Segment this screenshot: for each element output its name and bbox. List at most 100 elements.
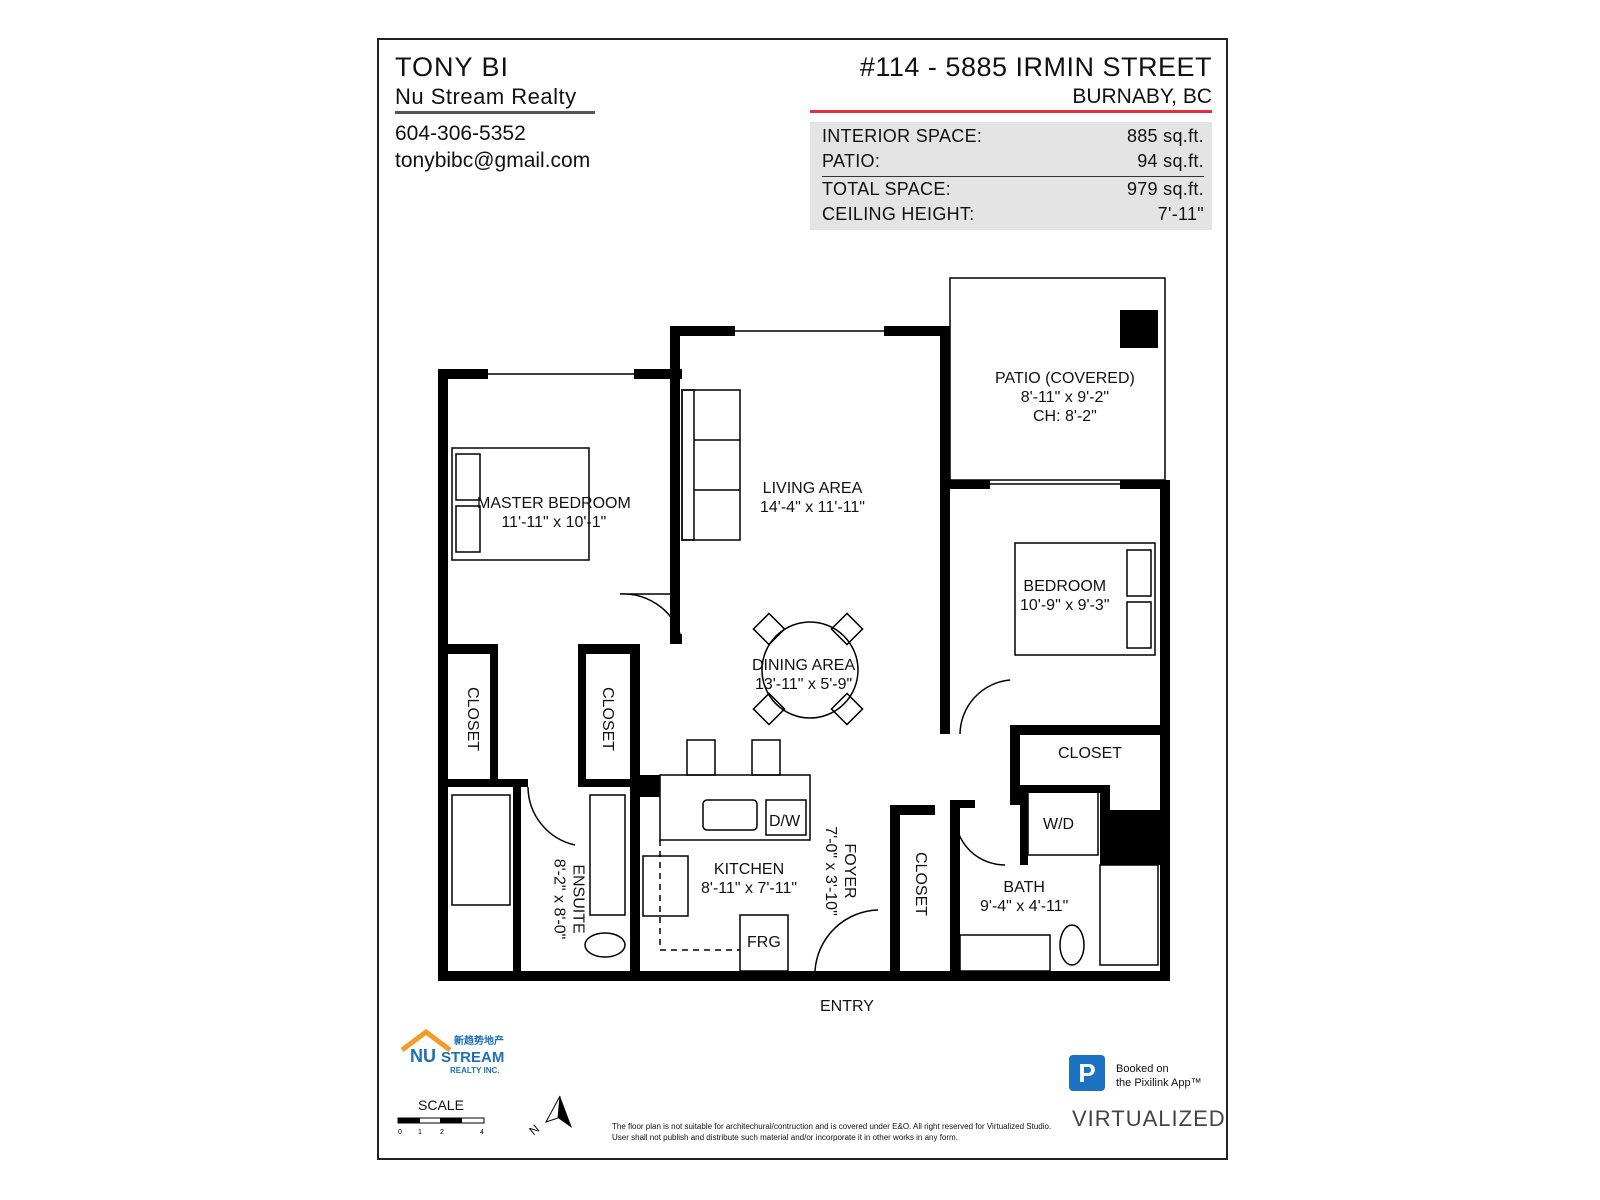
washer-dryer — [1027, 789, 1099, 856]
door-swing — [527, 786, 576, 846]
vanity — [589, 794, 626, 916]
wall — [578, 644, 638, 654]
master-bed — [451, 447, 590, 561]
door-swing — [959, 679, 1011, 735]
door-swing — [954, 814, 1006, 866]
sofa-back — [681, 389, 695, 541]
stat-total: TOTAL SPACE:979 sq.ft. — [822, 179, 1204, 199]
wall — [670, 634, 682, 644]
toilet — [1059, 924, 1085, 966]
bedroom-bed — [1014, 542, 1156, 656]
floorplan-sheet — [377, 38, 1228, 1160]
kitchen-island — [659, 774, 811, 841]
wall — [1020, 785, 1028, 865]
tub — [1099, 864, 1159, 966]
scale-tick: 0 — [398, 1129, 402, 1136]
door-swing — [619, 593, 681, 635]
pillow — [455, 505, 481, 553]
wall — [1100, 810, 1170, 865]
fridge — [739, 914, 789, 972]
sofa — [681, 389, 741, 541]
north-arrow-icon: N — [526, 1095, 572, 1138]
room-closet-bedroom: CLOSET — [1058, 745, 1123, 762]
entry-label: ENTRY — [820, 998, 874, 1015]
agent-name: TONY BI — [395, 52, 510, 82]
disclaimer: The floor plan is not suitable for archi… — [612, 1122, 1052, 1142]
address-line1: #114 - 5885 IRMIN STREET — [859, 52, 1212, 82]
dishwasher — [765, 799, 807, 836]
scale-bar: 0 1 2 4 — [397, 1117, 485, 1136]
wall — [1010, 725, 1020, 805]
wall — [945, 480, 990, 489]
wall — [1120, 480, 1169, 489]
wall — [890, 805, 900, 981]
pillow — [1126, 549, 1152, 597]
label-dishwasher: D/W — [769, 813, 801, 830]
bar-stool — [686, 739, 716, 776]
patio-column — [1120, 310, 1158, 348]
logo-nu: NU STREAM — [410, 1046, 505, 1066]
wall — [513, 787, 521, 971]
wall — [438, 971, 1170, 981]
stat-patio: PATIO:94 sq.ft. — [822, 151, 1204, 171]
house-logo-icon — [400, 1028, 452, 1052]
stat-ceiling: CEILING HEIGHT:7'-11" — [822, 204, 1204, 224]
wall — [438, 779, 528, 787]
logo-cn: 新趋势地产 — [454, 1036, 504, 1047]
wall — [490, 644, 498, 779]
accent-line — [810, 110, 1212, 113]
wall — [670, 326, 680, 644]
label-fridge: FRG — [747, 934, 781, 951]
label-washer-dryer: W/D — [1043, 816, 1075, 833]
agent-phone: 604-306-5352 — [395, 122, 526, 145]
room-closet-master-2: CLOSET — [599, 686, 617, 752]
wall — [1010, 725, 1170, 735]
scale-label: SCALE — [418, 1097, 464, 1113]
svg-text:N: N — [526, 1122, 542, 1138]
pixilink-icon: P — [1069, 1055, 1105, 1091]
wall — [634, 369, 682, 379]
wall — [438, 644, 498, 654]
wall — [438, 369, 488, 379]
agency-underline — [395, 111, 595, 114]
patio-outline — [949, 277, 1166, 481]
wall — [890, 805, 935, 815]
door-swing — [814, 909, 879, 972]
chair — [830, 692, 864, 726]
stats-divider — [822, 176, 1204, 177]
wall — [630, 644, 640, 981]
room-patio: PATIO (COVERED)8'-11" x 9'-2"CH: 8'-2" — [995, 370, 1135, 425]
wall — [578, 644, 586, 779]
stove — [642, 855, 689, 917]
stats-panel: INTERIOR SPACE:885 sq.ft. PATIO:94 sq.ft… — [810, 122, 1212, 230]
wall — [670, 326, 735, 336]
tub — [451, 794, 511, 906]
room-closet-master: CLOSET — [464, 686, 482, 752]
sink — [702, 799, 758, 831]
chair — [830, 612, 864, 646]
address-line2: BURNABY, BC — [1072, 85, 1212, 108]
chair — [752, 612, 786, 646]
wall — [950, 800, 975, 808]
pillow — [455, 453, 481, 501]
agency-name: Nu Stream Realty — [395, 84, 577, 109]
vanity — [959, 934, 1051, 972]
wall — [940, 466, 950, 734]
wall — [884, 326, 948, 336]
wall — [1010, 785, 1110, 793]
dining-table — [761, 621, 859, 719]
agent-email: tonybibc@gmail.com — [395, 149, 591, 172]
wall — [578, 779, 640, 787]
chair — [752, 692, 786, 726]
nustream-logo: 新趋势地产 NU STREAM REALTY INC. — [398, 1028, 528, 1076]
stat-interior: INTERIOR SPACE:885 sq.ft. — [822, 126, 1204, 146]
